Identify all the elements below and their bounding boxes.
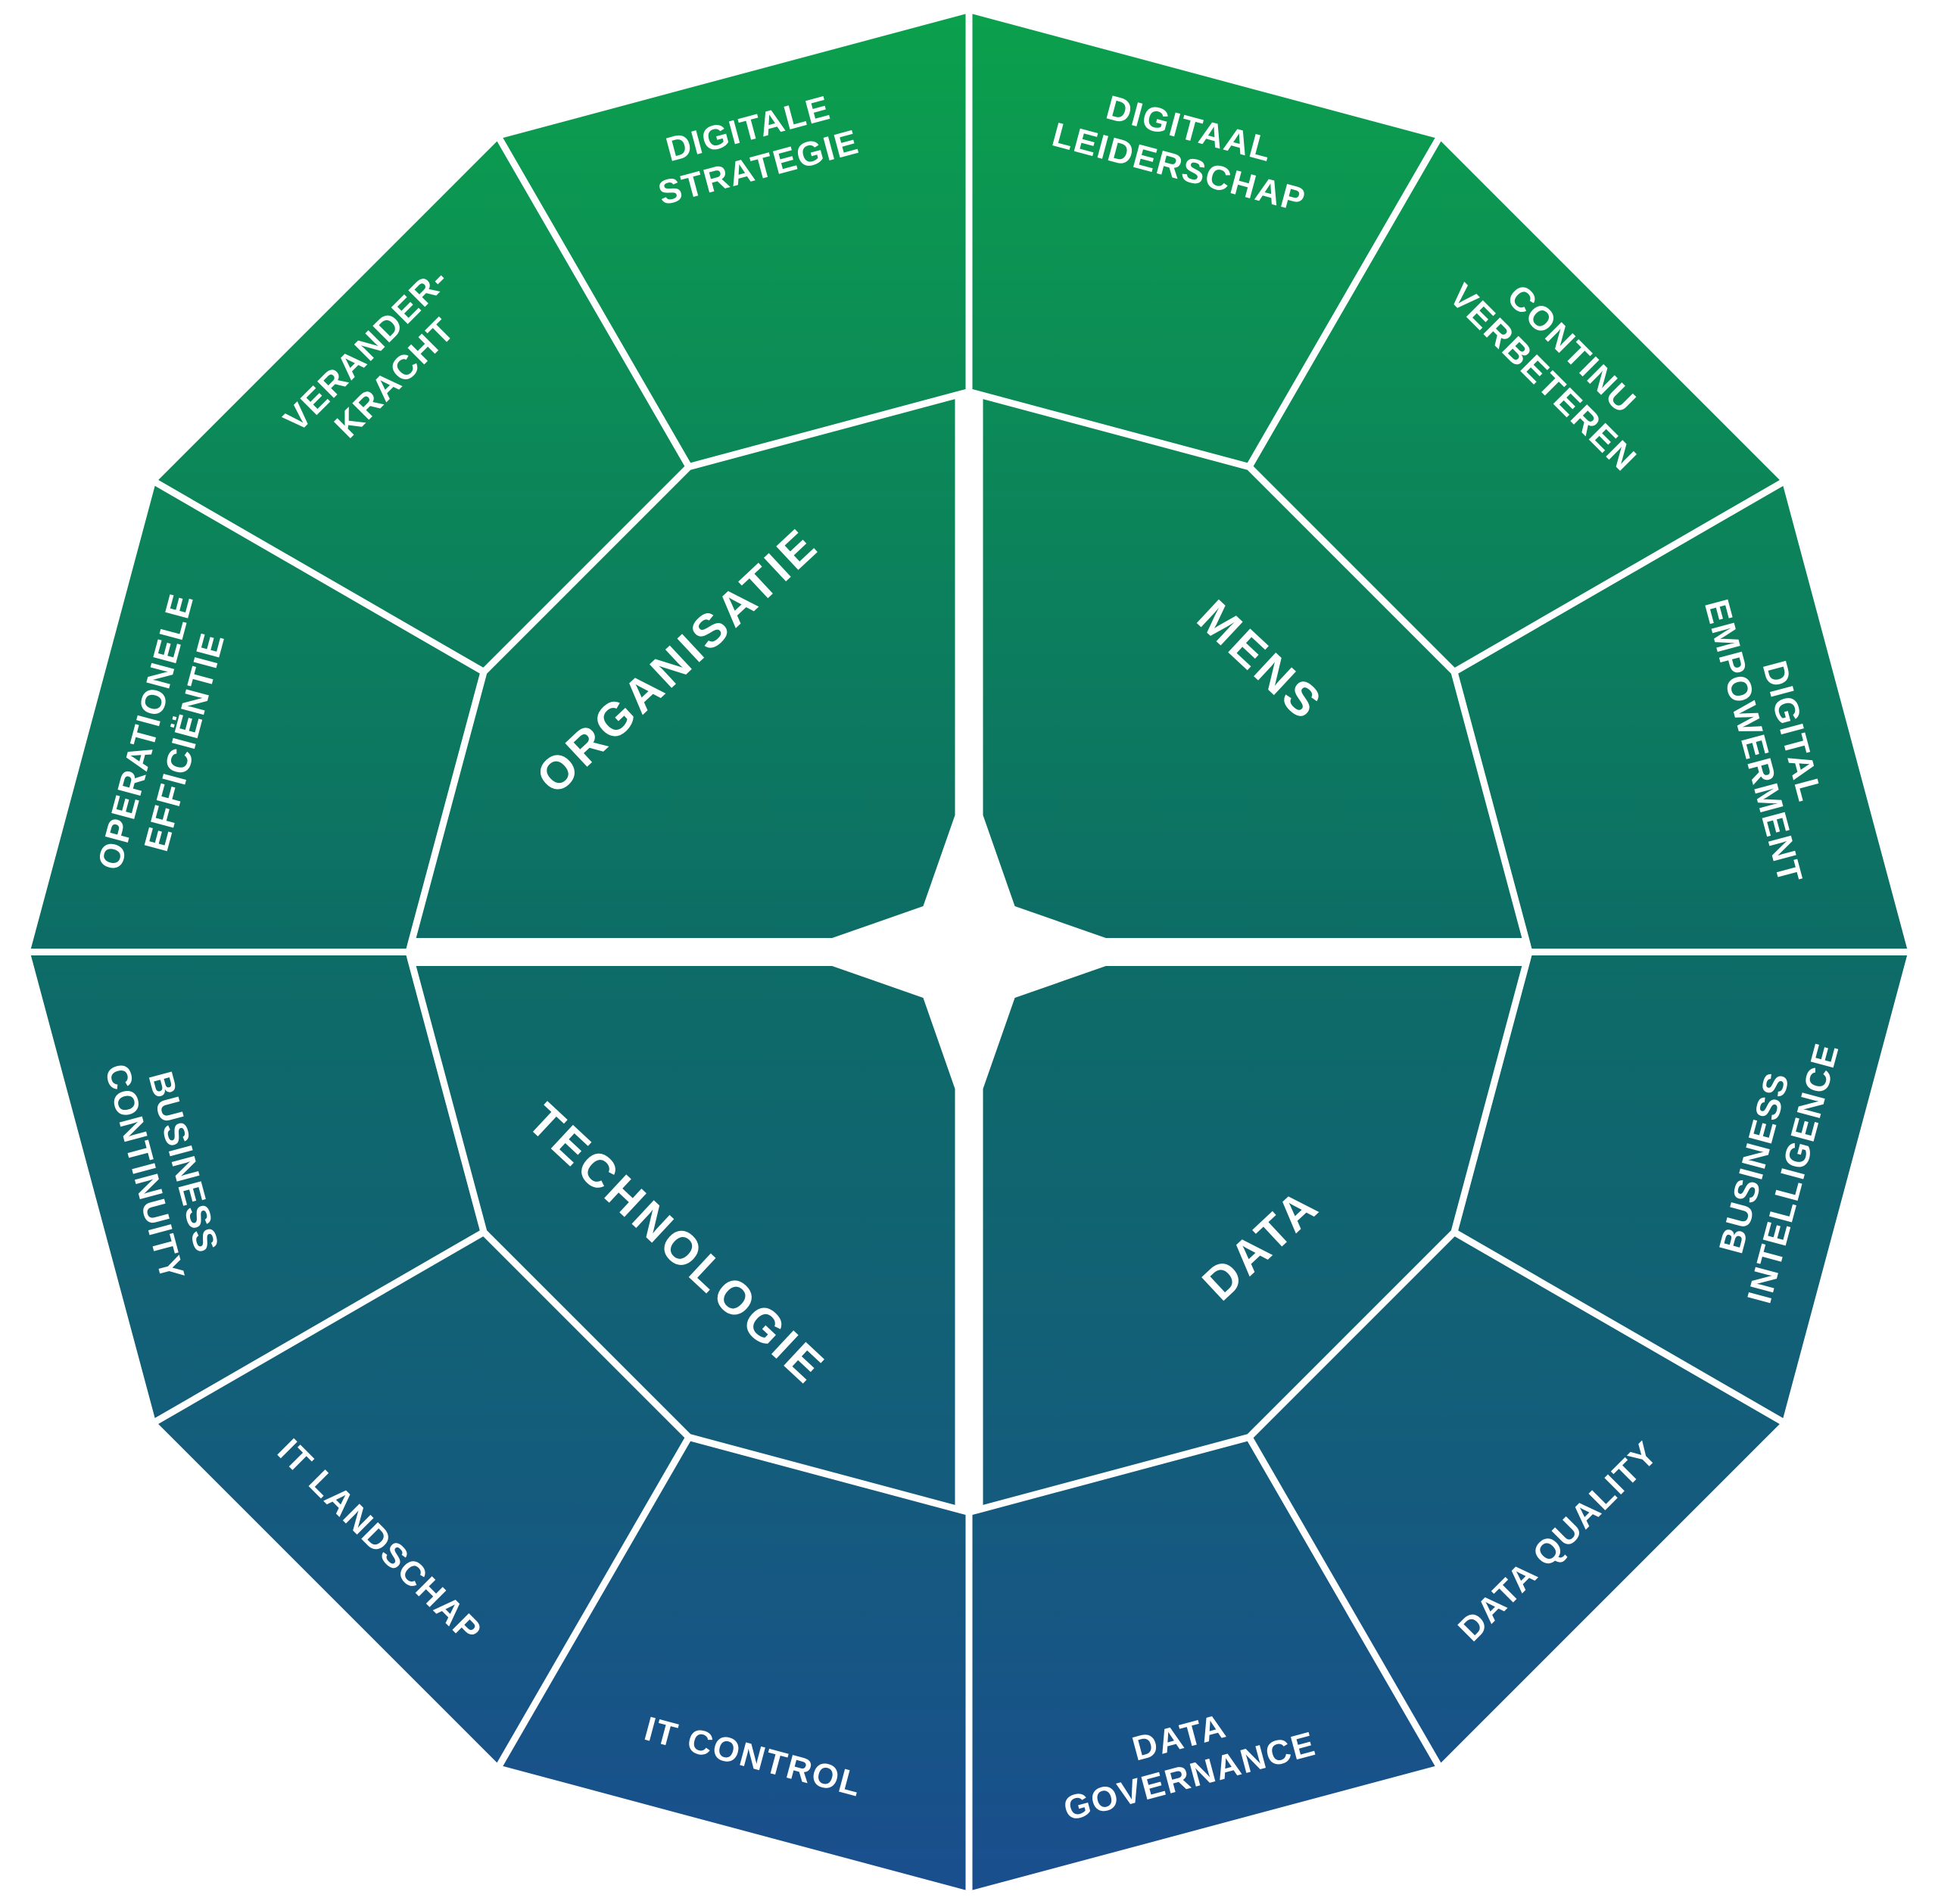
quadrant-mens (976, 390, 1531, 945)
quadrant-data (976, 959, 1531, 1514)
wheel-root: DIGITAALLEIDERSCHAPDIGITALESTRATEGIEVERA… (22, 5, 1916, 1899)
quadrant-technologie (407, 959, 962, 1514)
quadrant-organisatie (407, 390, 962, 945)
